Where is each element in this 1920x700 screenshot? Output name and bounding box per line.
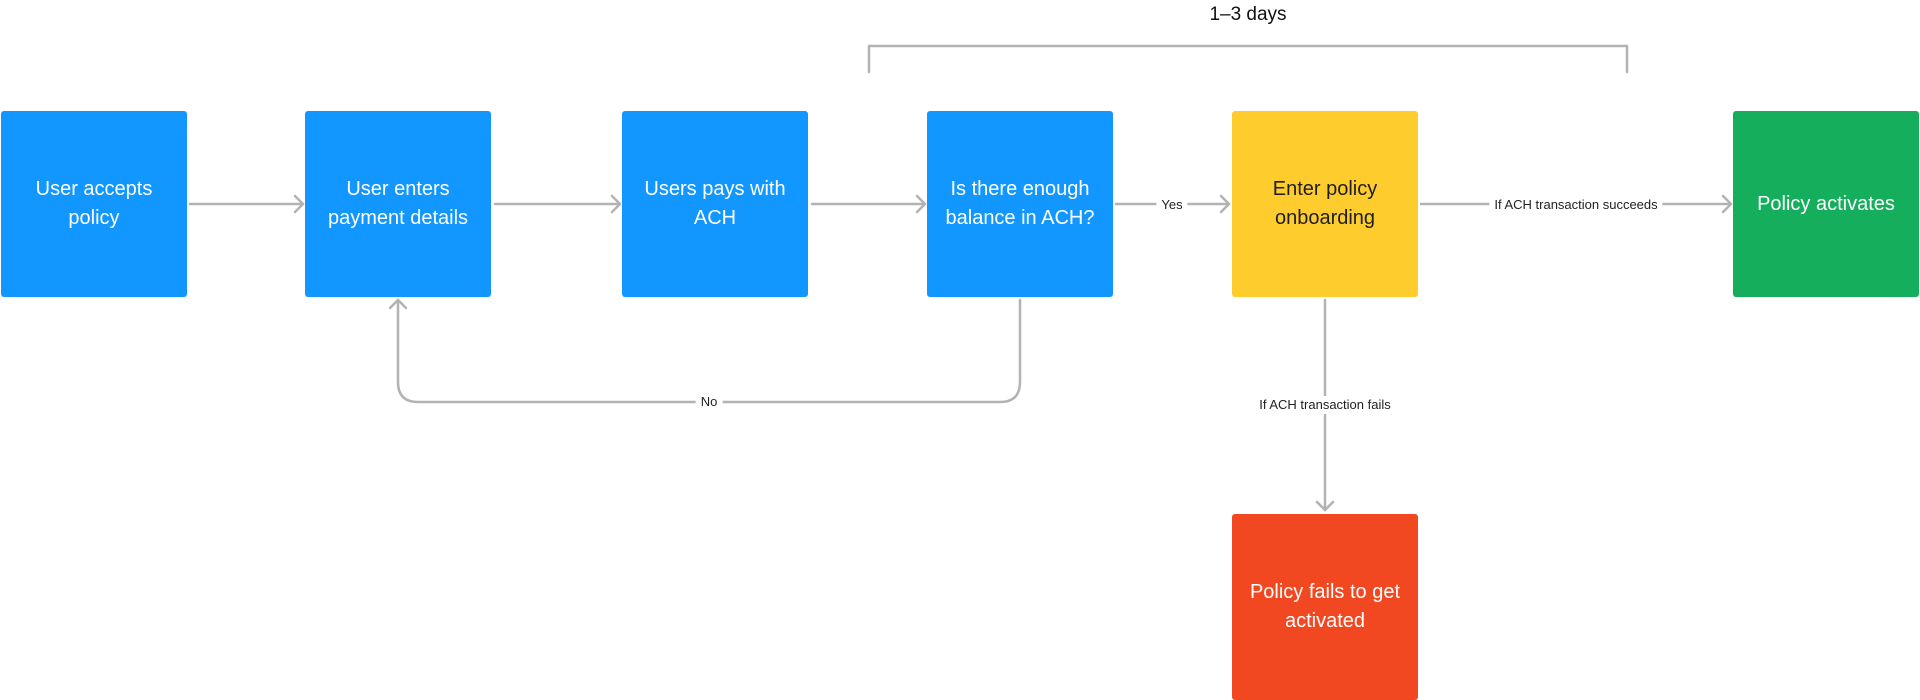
arrowhead <box>388 298 408 310</box>
node-enter-policy-onboarding[interactable]: Enter policy onboarding <box>1232 111 1418 297</box>
arrowhead <box>1721 194 1733 214</box>
node-user-accepts-policy[interactable]: User accepts policy <box>1 111 187 297</box>
node-user-enters-payment-details[interactable]: User enters payment details <box>305 111 491 297</box>
node-policy-fails[interactable]: Policy fails to get activated <box>1232 514 1418 700</box>
duration-label: 1–3 days <box>1209 4 1287 25</box>
edge-label-yes: Yes <box>1156 196 1188 214</box>
arrowhead <box>610 194 622 214</box>
arrowhead <box>1315 500 1335 512</box>
edge-label-fails: If ACH transaction fails <box>1254 396 1396 414</box>
node-balance-check[interactable]: Is there enough balance in ACH? <box>927 111 1113 297</box>
node-user-pays-with-ach[interactable]: Users pays with ACH <box>622 111 808 297</box>
arrow-no-loop <box>396 298 1022 404</box>
arrowhead <box>915 194 927 214</box>
arrowhead <box>1219 194 1231 214</box>
arrowhead <box>293 194 305 214</box>
edge-label-succeeds: If ACH transaction succeeds <box>1489 196 1663 214</box>
duration-bracket <box>867 44 1629 74</box>
edge-label-no: No <box>695 393 723 411</box>
node-policy-activates[interactable]: Policy activates <box>1733 111 1919 297</box>
